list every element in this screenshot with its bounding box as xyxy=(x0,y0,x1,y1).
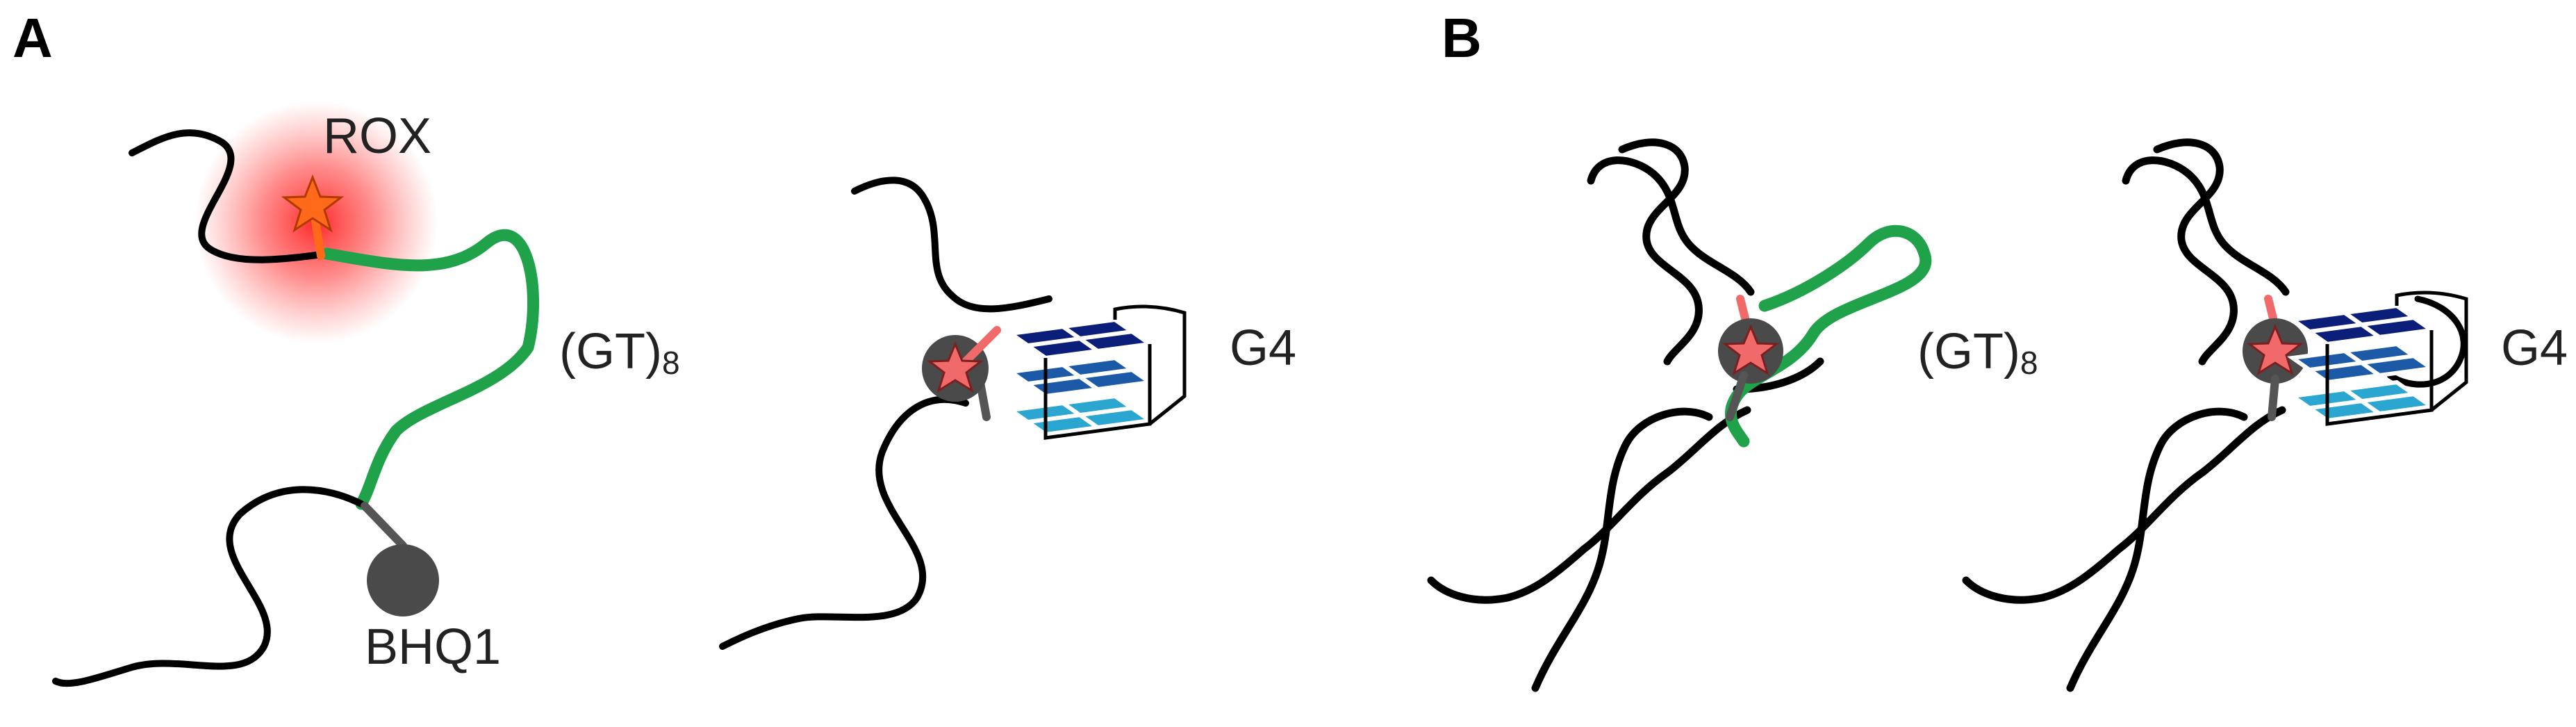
rox-label: ROX xyxy=(323,108,431,164)
gt8-linker xyxy=(320,229,539,510)
duplex-quencher-stalk xyxy=(1726,371,1748,421)
g4-loop-b xyxy=(2386,295,2467,388)
dna-strand-top-folded xyxy=(851,177,1052,313)
gt8-label-b-main: (GT) xyxy=(1917,324,2020,379)
gt8-label-a: (GT)8 xyxy=(559,324,680,381)
duplex-g4-probe: G4 xyxy=(1962,138,2568,692)
helix-strand-3 xyxy=(1427,406,1751,604)
unfolded-probe: ROX (GT)8 BHQ1 xyxy=(52,101,680,687)
helix-strand-4 xyxy=(1531,407,1713,692)
helix-g4-strand-2 xyxy=(2122,156,2290,296)
g4-label-a: G4 xyxy=(1230,320,1296,376)
gt8-label-b-subscript: 8 xyxy=(2020,345,2038,381)
panel-b-letter: B xyxy=(1442,7,1482,69)
dna-strand-bottom xyxy=(52,486,365,687)
folded-g4-probe: G4 xyxy=(719,177,1296,650)
dna-strand-bottom-folded xyxy=(719,395,969,650)
quenched-star-icon xyxy=(926,341,984,393)
gt8-label-a-subscript: 8 xyxy=(662,345,680,381)
panel-a: A ROX (GT)8 BHQ1 G4 xyxy=(13,7,1296,687)
duplex-g4-quencher-stalk xyxy=(2268,375,2279,421)
panel-a-letter: A xyxy=(13,7,53,69)
rox-star-icon xyxy=(281,174,345,233)
gt8-label-b: (GT)8 xyxy=(1917,324,2038,381)
g4-quadruplex-icon xyxy=(1011,307,1184,438)
bhq1-label: BHQ1 xyxy=(365,619,501,675)
helix-strand-2 xyxy=(1587,156,1755,296)
dna-strand-top xyxy=(129,129,330,263)
helix-strand-1 xyxy=(1618,138,1703,366)
helix-g4-strand-4 xyxy=(2066,407,2248,692)
gt8-label-a-main: (GT) xyxy=(559,324,662,379)
bhq1-linker-stalk xyxy=(361,502,407,550)
duplex-g4-quenched-star-icon xyxy=(2246,324,2304,376)
helix-g4-strand-1 xyxy=(2153,138,2238,366)
g4-label-b: G4 xyxy=(2501,320,2568,376)
g4-quadruplex-icon-b xyxy=(2293,293,2466,424)
duplex-quenched-star-icon xyxy=(1722,324,1780,376)
helix-g4-strand-3 xyxy=(1962,406,2286,604)
panel-b: B (GT)8 xyxy=(1427,7,2568,692)
bhq1-quencher-icon xyxy=(367,544,439,616)
duplex-gt8-probe: (GT)8 xyxy=(1427,138,2038,692)
